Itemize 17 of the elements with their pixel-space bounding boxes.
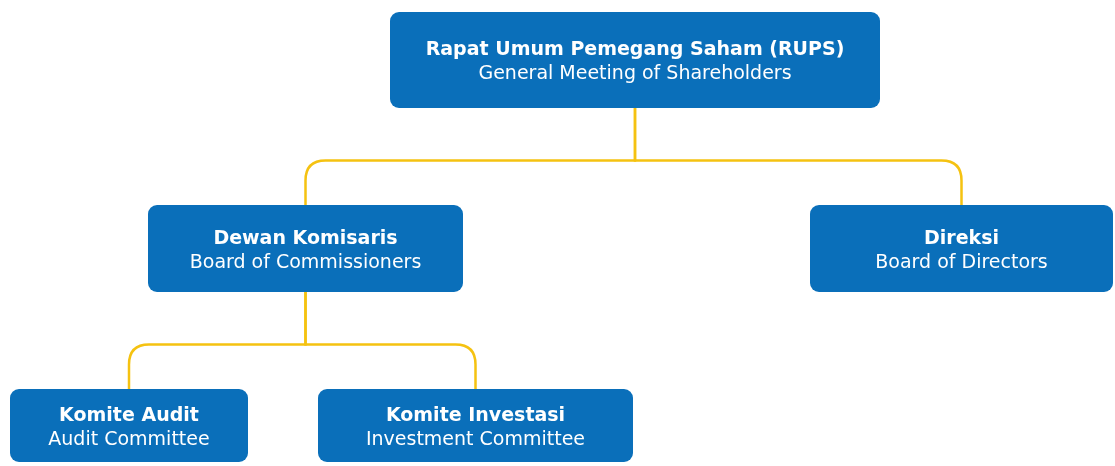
org-box bbox=[148, 205, 463, 292]
unit-translation: Board of Directors bbox=[875, 248, 1048, 273]
connector-line bbox=[304, 292, 477, 389]
org-box bbox=[810, 205, 1113, 292]
org-box bbox=[10, 389, 248, 462]
org-box bbox=[318, 389, 633, 462]
unit-translation: Audit Committee bbox=[48, 425, 210, 450]
unit-translation: Board of Commissioners bbox=[189, 248, 422, 273]
unit-translation: General Meeting of Shareholders bbox=[478, 60, 792, 84]
unit-translation: Investment Committee bbox=[365, 425, 586, 450]
org-box bbox=[390, 12, 880, 108]
unit-name: Komite Investasi bbox=[385, 401, 566, 426]
unit-name: Komite Audit bbox=[59, 401, 199, 426]
unit-name: Direksi bbox=[924, 224, 999, 249]
unit-name: Rapat Umum Pemegang Saham (RUPS) bbox=[425, 36, 845, 60]
unit-name: Dewan Komisaris bbox=[213, 224, 398, 249]
connector-line bbox=[633, 108, 963, 205]
